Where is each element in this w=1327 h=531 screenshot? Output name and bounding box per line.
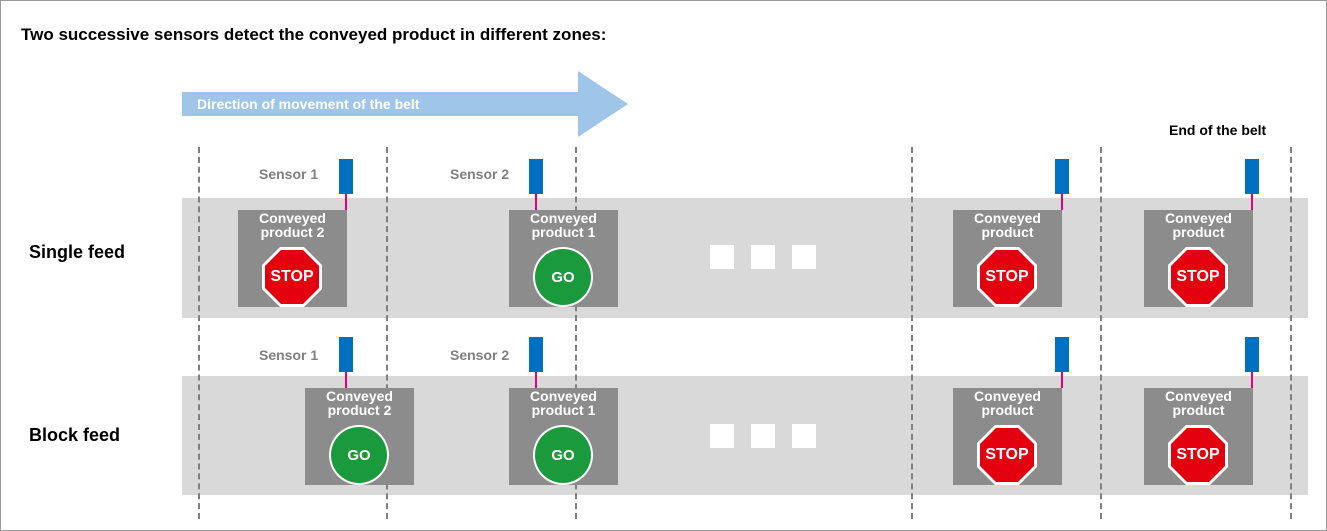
sensor-beam [1061,194,1063,210]
conveyed-product: Conveyed product STOP [1144,388,1253,485]
sensor-icon [1245,337,1259,372]
product-label-line2: product 2 [327,402,392,418]
stop-sign-icon: STOP [1166,423,1230,487]
sensor-1-icon [339,159,353,194]
go-sign-icon: GO [531,245,595,309]
zone-divider [911,147,913,519]
product-label-line1: Conveyed [1165,388,1232,404]
sensor-beam [1251,194,1253,210]
belt-single-feed [182,198,1308,318]
product-label-line2: product 1 [531,402,596,418]
sensor-2-icon [529,159,543,194]
zone-divider [1100,147,1102,519]
zone-divider [575,147,577,519]
product-label-line1: Conveyed [530,210,597,226]
product-label-line2: product [1172,224,1225,240]
signal-text: STOP [985,268,1029,285]
signal-text: STOP [270,268,314,285]
ellipsis-square-icon [792,424,816,448]
zone-divider [198,147,200,519]
signal-text: STOP [1176,446,1220,463]
product-label-line2: product [981,402,1034,418]
conveyed-product: Conveyed product STOP [953,210,1062,307]
ellipsis-square-icon [792,245,816,269]
sensor-beam [345,372,347,388]
sensor-beam [1061,372,1063,388]
ellipsis-square-icon [751,245,775,269]
conveyed-product: Conveyed product 1 GO [509,210,618,307]
direction-arrow-icon [182,71,628,137]
row-label-block-feed: Block feed [29,425,121,445]
conveyed-product: Conveyed product 2 STOP [238,210,347,307]
signal-text: STOP [1176,268,1220,285]
product-label-line1: Conveyed [530,388,597,404]
stop-sign-icon: STOP [1166,245,1230,309]
sensor-1-label: Sensor 1 [259,166,319,182]
go-sign-icon: GO [327,423,391,487]
direction-label: Direction of movement of the belt [197,96,420,112]
stop-sign-icon: STOP [260,245,324,309]
conveyed-product: Conveyed product STOP [953,388,1062,485]
sensor-icon [1055,337,1069,372]
product-label-line2: product 2 [260,224,325,240]
signal-text: GO [347,446,371,464]
product-label-line1: Conveyed [974,210,1041,226]
ellipsis-square-icon [751,424,775,448]
ellipsis-square-icon [710,245,734,269]
stop-sign-icon: STOP [975,245,1039,309]
product-label-line2: product [1172,402,1225,418]
signal-text: GO [551,268,575,286]
sensor-icon [1245,159,1259,194]
zone-divider [1290,147,1292,519]
product-label-line1: Conveyed [1165,210,1232,226]
conveyed-product: Conveyed product 2 GO [305,388,414,485]
sensor-2-label: Sensor 2 [450,166,510,182]
zone-divider [386,147,388,519]
conveyed-product: Conveyed product 1 GO [509,388,618,485]
sensor-1-icon [339,337,353,372]
product-label-line2: product [981,224,1034,240]
end-of-belt-label: End of the belt [1169,122,1267,138]
sensor-beam [535,194,537,210]
signal-text: GO [551,446,575,464]
product-label-line2: product 1 [531,224,596,240]
conveyed-product: Conveyed product STOP [1144,210,1253,307]
signal-text: STOP [985,446,1029,463]
diagram-title: Two successive sensors detect the convey… [21,25,607,44]
product-label-line1: Conveyed [259,210,326,226]
sensor-beam [535,372,537,388]
sensor-2-icon [529,337,543,372]
stop-sign-icon: STOP [975,423,1039,487]
sensor-2-label: Sensor 2 [450,347,510,363]
product-label-line1: Conveyed [326,388,393,404]
row-label-single-feed: Single feed [29,242,126,262]
sensor-beam [345,194,347,210]
sensor-beam [1251,372,1253,388]
ellipsis-square-icon [710,424,734,448]
sensor-icon [1055,159,1069,194]
sensor-1-label: Sensor 1 [259,347,319,363]
go-sign-icon: GO [531,423,595,487]
product-label-line1: Conveyed [974,388,1041,404]
